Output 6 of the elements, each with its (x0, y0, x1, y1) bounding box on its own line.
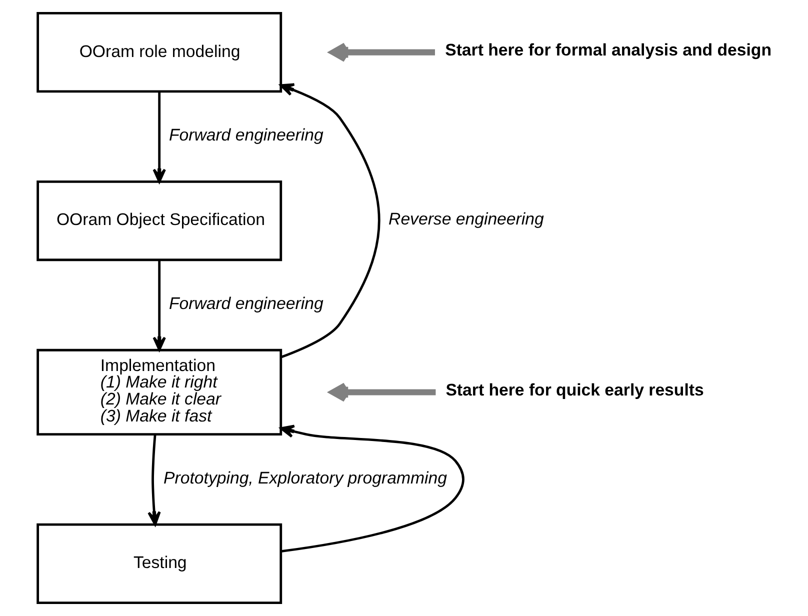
node-text: Start here for quick early results (445, 380, 704, 400)
edge-label: Reverse engineering (388, 210, 544, 229)
edge-label: Forward engineering (168, 125, 323, 144)
edge-label: Prototyping, Exploratory programming (163, 468, 446, 488)
edge-label: Forward engineering (168, 294, 323, 313)
node-text: Start here for formal analysis and design (444, 40, 771, 60)
